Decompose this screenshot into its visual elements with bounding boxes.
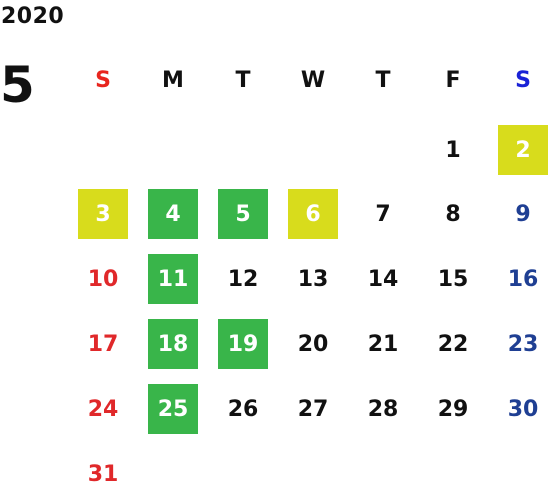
day-20[interactable]: 20 [297, 331, 329, 357]
day-11[interactable]: 11 [148, 254, 198, 304]
day-28[interactable]: 28 [367, 396, 399, 422]
day-25[interactable]: 25 [148, 384, 198, 434]
day-26[interactable]: 26 [227, 396, 259, 422]
day-12[interactable]: 12 [227, 266, 259, 292]
day-19[interactable]: 19 [218, 319, 268, 369]
day-31[interactable]: 31 [87, 461, 119, 487]
day-6[interactable]: 6 [288, 189, 338, 239]
day-18[interactable]: 18 [148, 319, 198, 369]
day-14[interactable]: 14 [367, 266, 399, 292]
day-2[interactable]: 2 [498, 125, 548, 175]
day-4[interactable]: 4 [148, 189, 198, 239]
day-16[interactable]: 16 [507, 266, 539, 292]
day-17[interactable]: 17 [87, 331, 119, 357]
day-27[interactable]: 27 [297, 396, 329, 422]
day-24[interactable]: 24 [87, 396, 119, 422]
day-9[interactable]: 9 [515, 201, 531, 227]
weekday-header-wednesday: W [300, 67, 326, 93]
weekday-header-thursday: T [375, 67, 391, 93]
weekday-header-friday: F [445, 67, 461, 93]
weekday-header-tuesday: T [235, 67, 251, 93]
weekday-header-sunday: S [95, 67, 111, 93]
day-13[interactable]: 13 [297, 266, 329, 292]
day-5[interactable]: 5 [218, 189, 268, 239]
day-7[interactable]: 7 [375, 201, 391, 227]
year-label: 2020 [1, 4, 65, 29]
month-label: 5 [0, 56, 35, 114]
day-22[interactable]: 22 [437, 331, 469, 357]
day-23[interactable]: 23 [507, 331, 539, 357]
day-3[interactable]: 3 [78, 189, 128, 239]
day-21[interactable]: 21 [367, 331, 399, 357]
day-1[interactable]: 1 [445, 137, 461, 163]
day-15[interactable]: 15 [437, 266, 469, 292]
weekday-header-saturday: S [515, 67, 531, 93]
day-8[interactable]: 8 [445, 201, 461, 227]
weekday-header-monday: M [162, 67, 184, 93]
day-10[interactable]: 10 [87, 266, 119, 292]
day-30[interactable]: 30 [507, 396, 539, 422]
day-29[interactable]: 29 [437, 396, 469, 422]
